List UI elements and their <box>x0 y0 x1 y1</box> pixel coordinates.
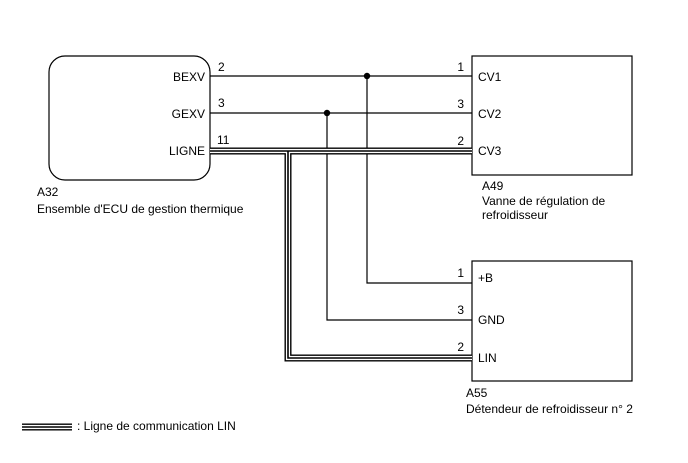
a49-name-line1: Vanne de régulation de <box>482 194 606 208</box>
a32-pin-2-number: 2 <box>218 60 225 74</box>
a49-valve-box <box>471 55 633 176</box>
a55-pin-plus-b-label: +B <box>478 271 493 285</box>
a32-id: A32 <box>37 185 59 199</box>
a55-expansion-valve-box <box>471 260 633 382</box>
a49-pin-1-number: 1 <box>457 60 464 74</box>
a55-pin-1-number: 1 <box>457 266 464 280</box>
a55-pin-lin-label: LIN <box>478 351 497 365</box>
a55-name: Détendeur de refroidisseur n° 2 <box>466 402 633 416</box>
a49-pin-cv2-label: CV2 <box>478 107 502 121</box>
wire-bexv-to-plus-b <box>366 76 472 284</box>
a49-pin-cv1-label: CV1 <box>478 70 502 84</box>
a55-id: A55 <box>466 386 488 400</box>
a32-pin-ligne-label: LIGNE <box>169 144 205 158</box>
a32-pin-gexv-label: GEXV <box>172 107 205 121</box>
a49-name-line2: refroidisseur <box>482 208 548 222</box>
wire-gexv-to-gnd <box>326 113 472 321</box>
a55-pin-gnd-label: GND <box>478 313 505 327</box>
a55-pin-3-number: 3 <box>457 303 464 317</box>
legend-text: : Ligne de communication LIN <box>77 419 236 433</box>
lin-communication-line <box>210 147 472 362</box>
a32-pin-bexv-label: BEXV <box>173 70 205 84</box>
a32-pin-11-number: 11 <box>217 133 230 147</box>
a49-pin-2-number: 2 <box>457 134 464 148</box>
junction-dot-gexv <box>323 109 331 117</box>
a32-pin-3-number: 3 <box>218 96 225 110</box>
a49-pin-cv3-label: CV3 <box>478 144 502 158</box>
a55-pin-2-number: 2 <box>457 340 464 354</box>
a32-name: Ensemble d'ECU de gestion thermique <box>37 202 244 216</box>
a32-ecu-box <box>48 55 211 181</box>
a49-pin-3-number: 3 <box>457 97 464 111</box>
junction-dot-bexv <box>363 72 371 80</box>
a49-id: A49 <box>482 179 504 193</box>
